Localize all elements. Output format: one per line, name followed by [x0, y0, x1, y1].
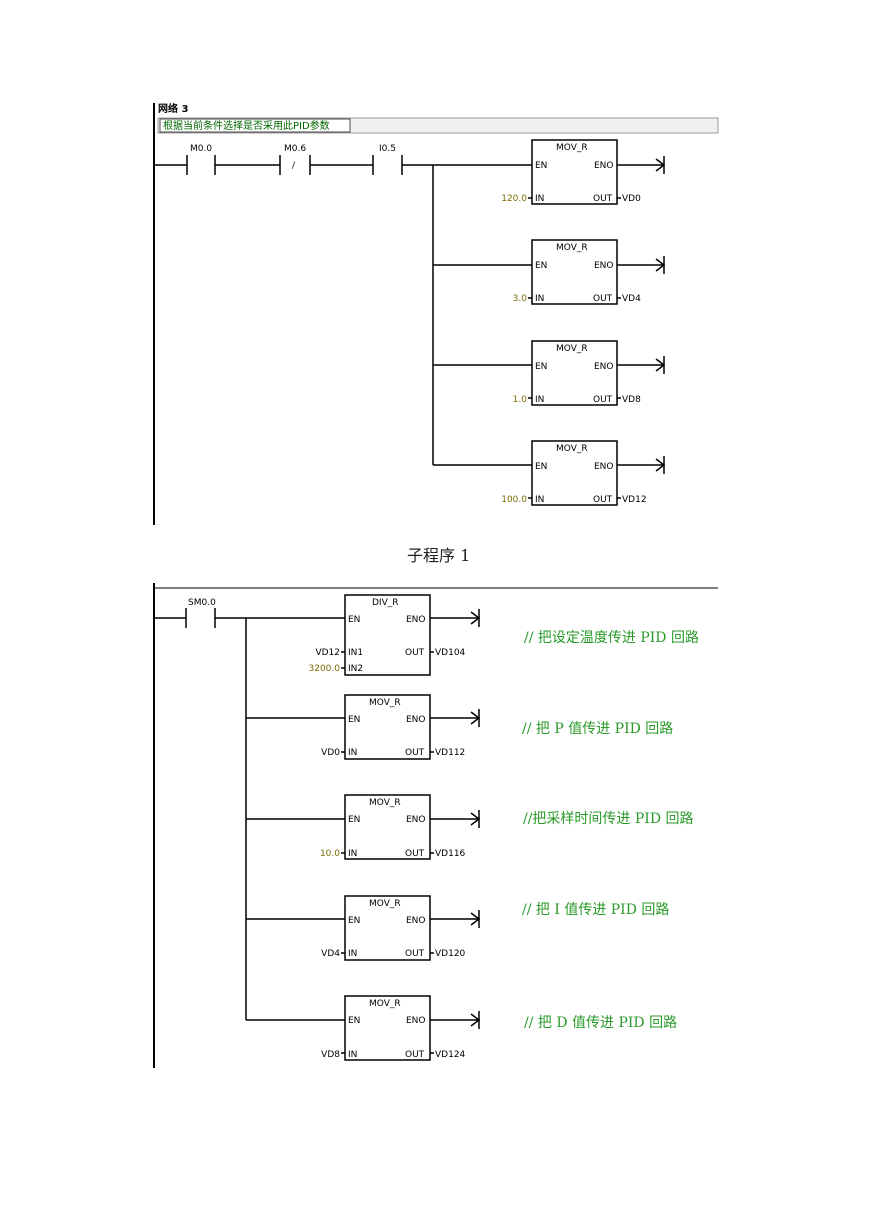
in-value: 100.0: [501, 495, 527, 505]
in-value: 120.0: [501, 194, 527, 204]
en-label: EN: [348, 916, 360, 926]
sub-mov-r-box-3[interactable]: MOV_R EN ENO IN OUT VD4 VD120: [321, 895, 481, 961]
out-label: OUT: [593, 395, 613, 405]
out-value: VD104: [435, 648, 466, 658]
in-label: IN: [348, 1050, 357, 1060]
in-value: VD4: [321, 949, 340, 959]
branch-wires: [432, 165, 532, 466]
out-value: VD8: [622, 395, 641, 405]
box-name: MOV_R: [556, 344, 588, 354]
box-name: MOV_R: [369, 899, 401, 909]
contact-i0-5[interactable]: I0.5: [372, 144, 403, 175]
network-comment: 根据当前条件选择是否采用此PID参数: [163, 119, 330, 132]
contact-m0-0[interactable]: M0.0: [186, 144, 216, 175]
en-label: EN: [535, 362, 547, 372]
out-label: OUT: [405, 849, 425, 859]
eno-label: ENO: [406, 1016, 426, 1026]
in-label: IN: [535, 294, 544, 304]
subroutine-1: SM0.0 DIV_R EN ENO IN1 IN2 OUT VD12 3200…: [153, 583, 718, 1068]
eno-label: ENO: [406, 715, 426, 725]
en-label: EN: [535, 462, 547, 472]
comment-sample-time: //把采样时间传进 PID 回路: [523, 811, 694, 827]
en-label: EN: [348, 715, 360, 725]
comment-field[interactable]: [159, 118, 351, 133]
contact-label: M0.0: [190, 144, 212, 154]
eno-label: ENO: [406, 615, 426, 625]
out-label: OUT: [593, 294, 613, 304]
box-name: DIV_R: [372, 598, 399, 608]
contact-label: SM0.0: [188, 598, 216, 608]
branch-wires: [245, 618, 345, 1021]
box-name: MOV_R: [556, 444, 588, 454]
out-label: OUT: [593, 194, 613, 204]
div-r-box[interactable]: DIV_R EN ENO IN1 IN2 OUT VD12 3200.0 VD1…: [309, 594, 481, 676]
out-value: VD0: [622, 194, 641, 204]
contact-label: M0.6: [284, 144, 306, 154]
en-label: EN: [348, 615, 360, 625]
mov-r-box-3[interactable]: MOV_R EN ENO IN OUT 1.0 VD8: [513, 340, 666, 406]
in-label: IN: [535, 495, 544, 505]
contact-label: I0.5: [379, 144, 396, 154]
comment-i-value: // 把 I 值传进 PID 回路: [522, 902, 669, 918]
mov-r-box-4[interactable]: MOV_R EN ENO IN OUT 100.0 VD12: [501, 440, 666, 506]
in-value: 1.0: [513, 395, 528, 405]
in-label: IN: [535, 395, 544, 405]
contact-sm0-0[interactable]: SM0.0: [185, 598, 216, 628]
out-value: VD12: [622, 495, 647, 505]
in-value: 3.0: [513, 294, 528, 304]
out-label: OUT: [405, 648, 425, 658]
in-label: IN: [348, 849, 357, 859]
box-name: MOV_R: [556, 143, 588, 153]
comment-setpoint: // 把设定温度传进 PID 回路: [524, 630, 699, 646]
mov-r-box-2[interactable]: MOV_R EN ENO IN OUT 3.0 VD4: [513, 239, 666, 305]
out-value: VD120: [435, 949, 466, 959]
out-value: VD116: [435, 849, 466, 859]
in-label: IN: [535, 194, 544, 204]
comment-p-value: // 把 P 值传进 PID 回路: [522, 721, 673, 737]
eno-label: ENO: [594, 362, 614, 372]
in2-value: 3200.0: [309, 664, 341, 674]
negation-slash: /: [292, 161, 296, 171]
sub-mov-r-box-1[interactable]: MOV_R EN ENO IN OUT VD0 VD112: [321, 694, 481, 760]
en-label: EN: [348, 1016, 360, 1026]
subroutine-caption: 子程序 1: [407, 546, 470, 565]
eno-label: ENO: [594, 161, 614, 171]
in-value: VD0: [321, 748, 340, 758]
eno-label: ENO: [406, 916, 426, 926]
eno-label: ENO: [594, 261, 614, 271]
box-name: MOV_R: [556, 243, 588, 253]
network-title: 网络 3: [158, 102, 188, 115]
sub-mov-r-box-4[interactable]: MOV_R EN ENO IN OUT VD8 VD124: [321, 995, 481, 1061]
out-value: VD124: [435, 1050, 466, 1060]
box-name: MOV_R: [369, 798, 401, 808]
out-label: OUT: [405, 1050, 425, 1060]
mov-r-box-1[interactable]: MOV_R EN ENO IN OUT 120.0 VD0: [501, 139, 666, 205]
network-3: 网络 3 根据当前条件选择是否采用此PID参数 M0.0 M0.6 / I0.5: [153, 102, 719, 525]
en-label: EN: [535, 161, 547, 171]
comment-d-value: // 把 D 值传进 PID 回路: [524, 1015, 677, 1031]
eno-label: ENO: [594, 462, 614, 472]
en-label: EN: [348, 815, 360, 825]
in-value: VD8: [321, 1050, 340, 1060]
box-name: MOV_R: [369, 999, 401, 1009]
sub-mov-r-box-2[interactable]: MOV_R EN ENO IN OUT 10.0 VD116: [320, 794, 481, 860]
en-label: EN: [535, 261, 547, 271]
in-value: 10.0: [320, 849, 340, 859]
in1-label: IN1: [348, 648, 363, 658]
in-label: IN: [348, 949, 357, 959]
out-value: VD4: [622, 294, 641, 304]
out-value: VD112: [435, 748, 465, 758]
out-label: OUT: [405, 748, 425, 758]
out-label: OUT: [405, 949, 425, 959]
in2-label: IN2: [348, 664, 363, 674]
eno-label: ENO: [406, 815, 426, 825]
out-label: OUT: [593, 495, 613, 505]
in1-value: VD12: [315, 648, 340, 658]
box-name: MOV_R: [369, 698, 401, 708]
in-label: IN: [348, 748, 357, 758]
contact-m0-6[interactable]: M0.6 /: [279, 144, 311, 175]
